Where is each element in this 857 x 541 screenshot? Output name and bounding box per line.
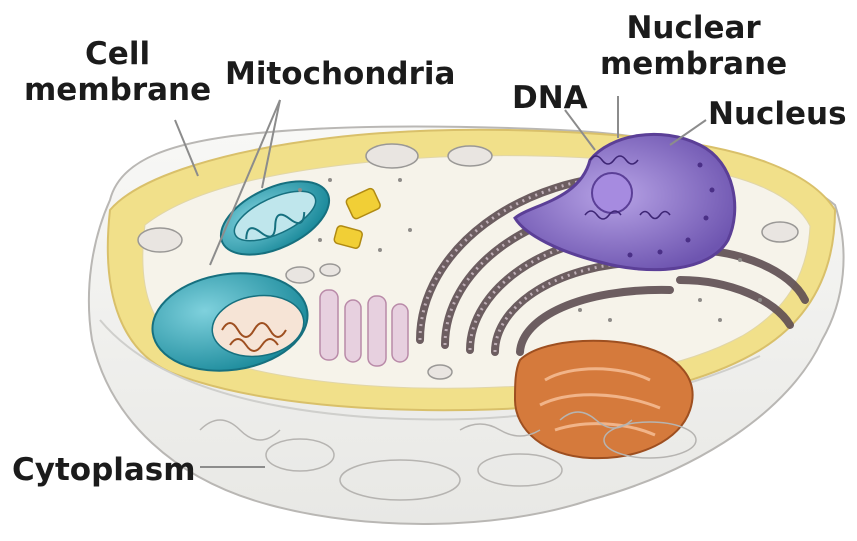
label-cytoplasm: Cytoplasm <box>12 452 196 488</box>
label-dna: DNA <box>512 80 588 116</box>
label-cell-membrane-line1: Cell <box>24 36 211 72</box>
label-cell-membrane-line2: membrane <box>24 72 211 108</box>
label-mitochondria: Mitochondria <box>225 56 455 92</box>
label-nuclear-membrane: Nuclear membrane <box>600 10 787 82</box>
label-nucleus: Nucleus <box>708 96 847 132</box>
label-cell-membrane: Cell membrane <box>24 36 211 108</box>
nucleolus <box>592 173 632 213</box>
label-nuclear-membrane-line2: membrane <box>600 46 787 82</box>
label-nuclear-membrane-line1: Nuclear <box>600 10 787 46</box>
